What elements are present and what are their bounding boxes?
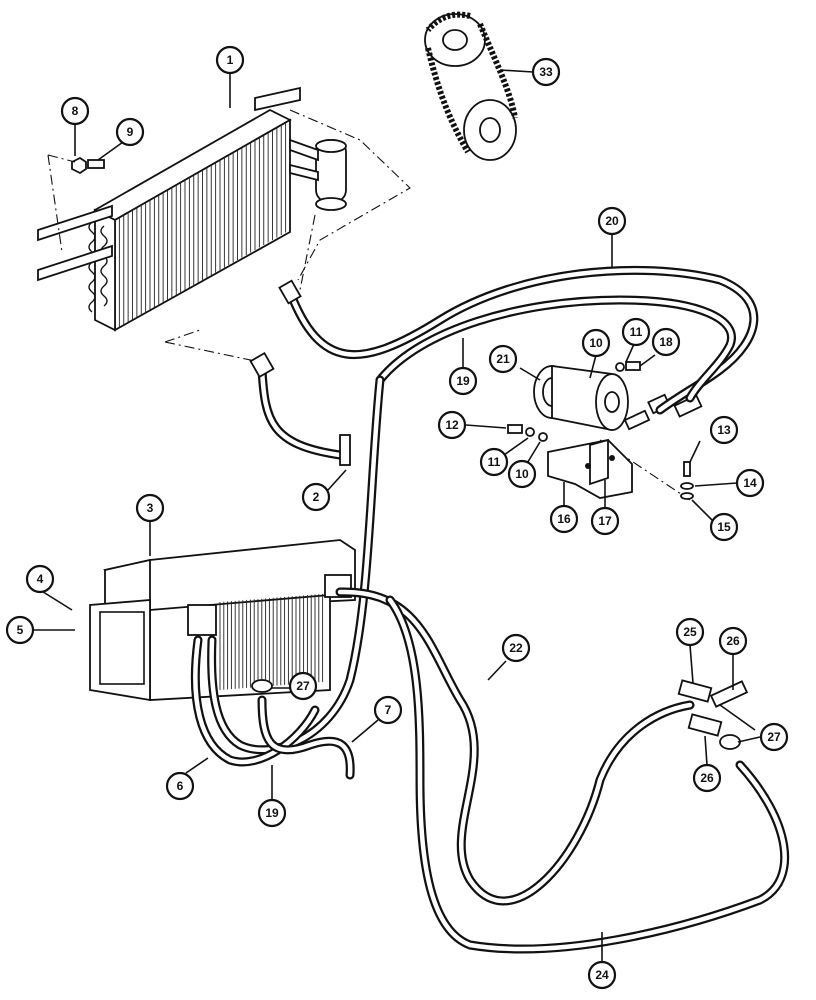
callout-4: 4 — [25, 564, 55, 594]
svg-text:18: 18 — [659, 335, 673, 349]
svg-text:10: 10 — [589, 336, 603, 350]
callout-10-upper: 10 — [581, 328, 611, 358]
hose-lines — [190, 265, 790, 954]
callout-12: 12 — [437, 410, 467, 440]
callout-16: 16 — [549, 504, 579, 534]
callout-labels: 1 2 3 4 5 6 7 8 9 10 10 11 11 12 13 14 1… — [5, 45, 789, 990]
belt-pulley-assembly — [424, 11, 518, 161]
svg-text:26: 26 — [726, 634, 740, 648]
compressor-assembly — [507, 361, 703, 500]
svg-text:20: 20 — [605, 214, 619, 228]
callout-13: 13 — [709, 415, 739, 445]
svg-text:3: 3 — [147, 501, 154, 515]
callout-24: 24 — [587, 960, 617, 990]
callout-26-lower: 26 — [692, 763, 722, 793]
phantom-lines — [47, 109, 691, 501]
svg-text:21: 21 — [496, 352, 510, 366]
callout-1: 1 — [215, 45, 245, 75]
callout-22: 22 — [501, 633, 531, 663]
callout-25: 25 — [675, 617, 705, 647]
callout-9: 9 — [115, 117, 145, 147]
callout-26-upper: 26 — [718, 626, 748, 656]
callout-3: 3 — [135, 493, 165, 523]
svg-text:17: 17 — [598, 514, 612, 528]
callout-7: 7 — [373, 695, 403, 725]
callout-20: 20 — [597, 206, 627, 236]
callout-27-lower: 27 — [288, 671, 318, 701]
svg-text:16: 16 — [557, 512, 571, 526]
condenser-assembly — [37, 86, 347, 332]
callout-11-upper: 11 — [621, 317, 651, 347]
svg-text:10: 10 — [515, 467, 529, 481]
callout-17: 17 — [590, 506, 620, 536]
svg-text:11: 11 — [630, 325, 643, 339]
callout-19-upper: 19 — [448, 366, 478, 396]
svg-text:24: 24 — [595, 968, 609, 982]
callout-33: 33 — [531, 57, 561, 87]
svg-text:13: 13 — [717, 423, 731, 437]
callout-6: 6 — [165, 771, 195, 801]
callout-27-right: 27 — [759, 722, 789, 752]
svg-text:6: 6 — [177, 779, 184, 793]
svg-text:12: 12 — [445, 418, 459, 432]
callout-5: 5 — [5, 615, 35, 645]
svg-text:19: 19 — [456, 374, 470, 388]
callout-8: 8 — [60, 96, 90, 126]
callout-11-lower: 11 — [479, 447, 509, 477]
callout-10-lower: 10 — [507, 459, 537, 489]
svg-text:22: 22 — [509, 641, 523, 655]
callout-15: 15 — [709, 512, 739, 542]
svg-text:14: 14 — [743, 476, 757, 490]
svg-text:5: 5 — [17, 623, 24, 637]
svg-text:25: 25 — [683, 625, 697, 639]
svg-text:19: 19 — [265, 806, 279, 820]
svg-text:26: 26 — [700, 771, 714, 785]
callout-2: 2 — [301, 482, 331, 512]
evaporator-assembly — [89, 539, 356, 702]
callout-19-lower: 19 — [257, 798, 287, 828]
svg-text:9: 9 — [127, 125, 134, 139]
svg-text:33: 33 — [539, 65, 553, 79]
leader-lines — [33, 69, 761, 962]
svg-text:15: 15 — [717, 520, 731, 534]
svg-text:8: 8 — [72, 104, 79, 118]
svg-text:11: 11 — [488, 455, 501, 469]
svg-text:1: 1 — [227, 53, 234, 67]
svg-text:4: 4 — [37, 572, 44, 586]
svg-text:2: 2 — [313, 490, 320, 504]
callout-18: 18 — [651, 327, 681, 357]
svg-text:27: 27 — [296, 679, 310, 693]
svg-text:27: 27 — [767, 730, 781, 744]
svg-text:7: 7 — [385, 703, 392, 717]
callout-21: 21 — [488, 344, 518, 374]
callout-14: 14 — [735, 468, 765, 498]
